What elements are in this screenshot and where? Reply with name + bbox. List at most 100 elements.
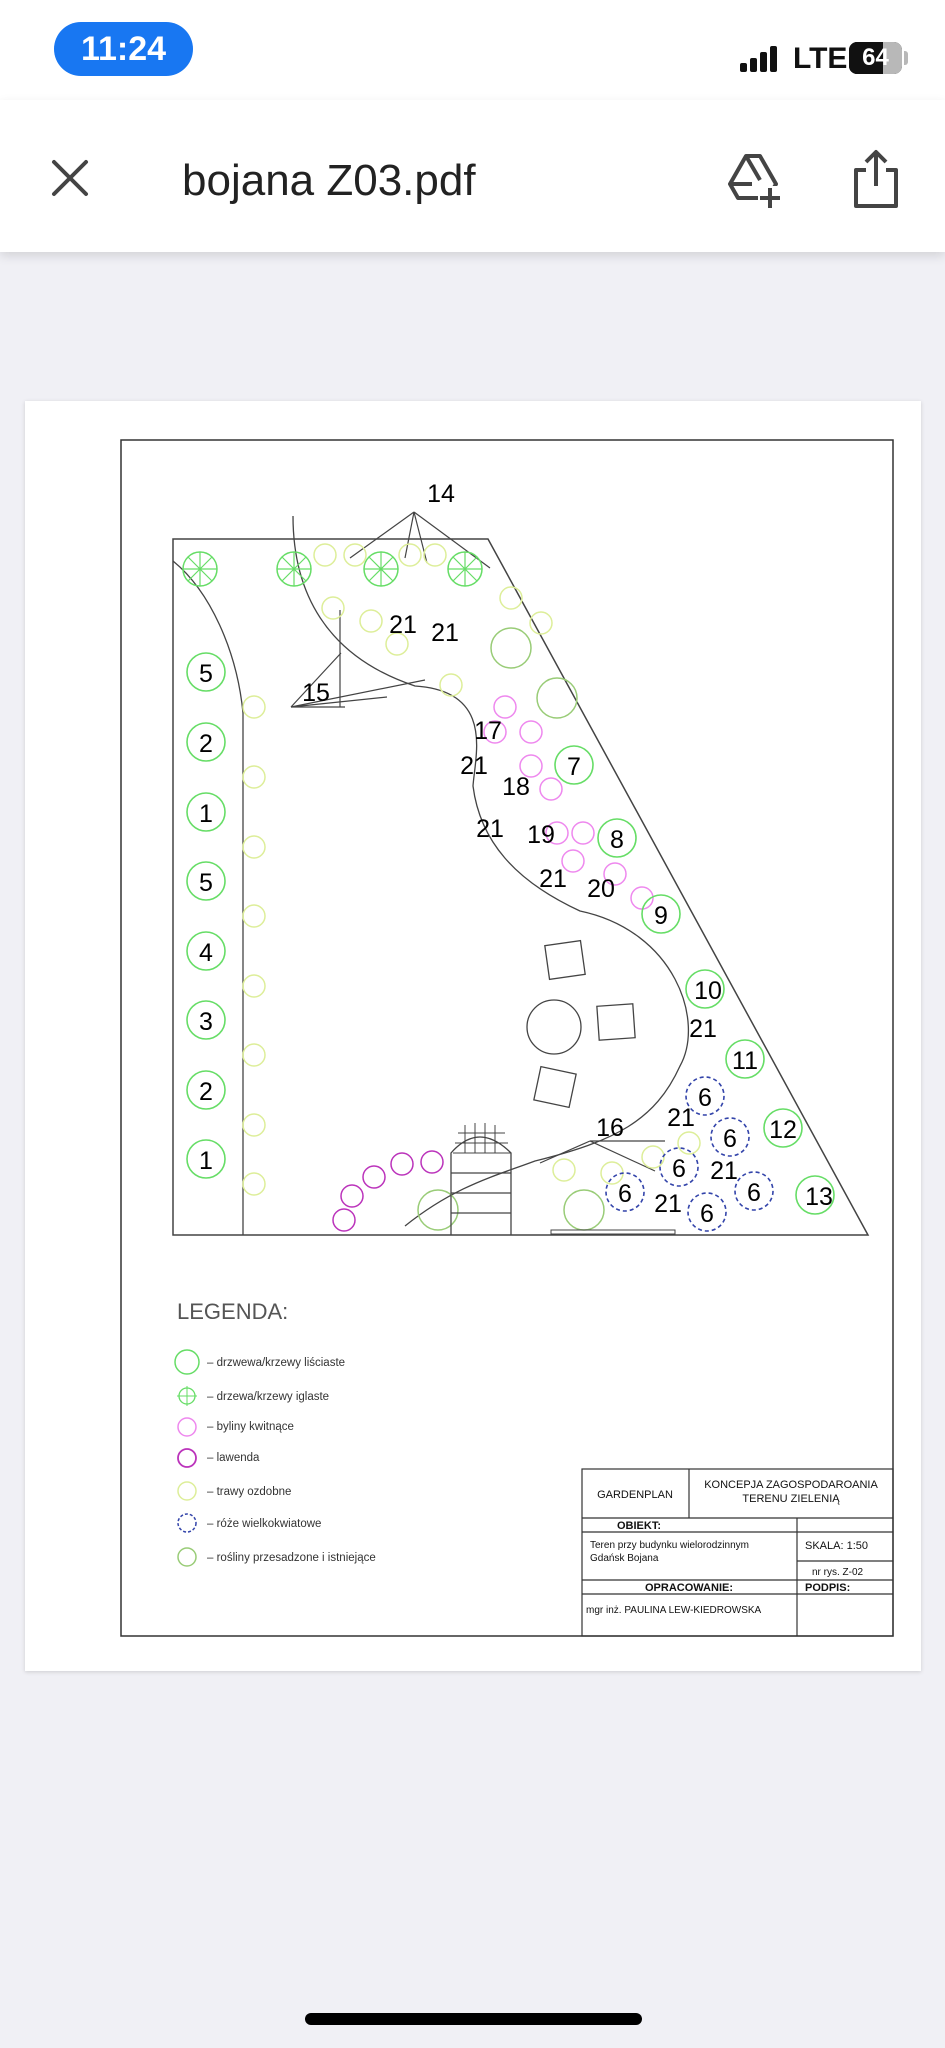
num-left-2: 2: [199, 730, 213, 758]
conifer-3-star: [364, 552, 398, 586]
tb-object-2: Gdańsk Bojana: [590, 1553, 659, 1564]
deciduous-12: [763, 1108, 803, 1148]
grass-6: [359, 609, 383, 633]
title-block-frame: [581, 1468, 894, 1637]
document-title: bojana Z03.pdf: [182, 156, 476, 205]
arbor-steps: [450, 1136, 512, 1235]
patio-chair-2: [596, 1003, 636, 1041]
num-20: 20: [587, 875, 615, 903]
legend-grasses-icon: [177, 1481, 197, 1501]
lavender-2: [340, 1184, 364, 1208]
existing-plants-group: [417, 627, 605, 1231]
perennial-8: [561, 849, 585, 873]
num-6f: 6: [700, 1200, 714, 1228]
lavender-3: [362, 1165, 386, 1189]
tb-company: GARDENPLAN: [597, 1489, 673, 1501]
deciduous-left-6: [186, 1000, 226, 1040]
leader-lines-16: [539, 1140, 665, 1172]
share-icon: [854, 150, 898, 208]
existing-1: [490, 627, 532, 669]
garden-plan-drawing: 14 15 16 21 21 17 21 18 21 19 21 20 7 8 …: [120, 439, 894, 1637]
lavender-1: [332, 1208, 356, 1232]
grasses-group: [242, 543, 701, 1196]
tb-scale: SKALA: 1:50: [805, 1540, 868, 1552]
network-type: LTE: [793, 42, 848, 75]
num-6d: 6: [618, 1180, 632, 1208]
pdf-page[interactable]: 14 15 16 21 21 17 21 18 21 19 21 20 7 8 …: [25, 401, 921, 1671]
num-6b: 6: [723, 1125, 737, 1153]
grass-14: [242, 904, 266, 928]
deciduous-8: [597, 818, 637, 858]
legend: LEGENDA: – drzwewa/krzewy liściaste – dr…: [174, 1299, 376, 1567]
legend-item-roses: – róże wielkokwiatowe: [207, 1518, 321, 1530]
tb-concept-1: KONCEPJA ZAGOSPODAROANIA: [704, 1479, 878, 1491]
tb-prepared-label: OPRACOWANIE:: [645, 1582, 733, 1594]
num-12: 12: [769, 1116, 797, 1144]
home-indicator[interactable]: [305, 2013, 642, 2025]
rose-5: [687, 1192, 727, 1232]
existing-4: [563, 1189, 605, 1231]
battery-icon: 64: [849, 42, 902, 74]
deciduous-left-2: [186, 722, 226, 762]
leader-lines-14: [349, 511, 491, 569]
existing-3: [417, 1189, 459, 1231]
num-left-6: 3: [199, 1008, 213, 1036]
plant-numbers: 14 15 16 21 21 17 21 18 21 19 21 20 7 8 …: [199, 480, 833, 1228]
num-21h: 21: [710, 1157, 738, 1185]
num-21e: 21: [539, 865, 567, 893]
num-left-4: 5: [199, 869, 213, 897]
close-button[interactable]: [42, 150, 98, 206]
rose-4: [710, 1117, 750, 1157]
num-21d: 21: [476, 815, 504, 843]
share-button[interactable]: [846, 146, 906, 212]
legend-lavender-icon: [177, 1448, 197, 1468]
rose-3: [685, 1076, 725, 1116]
tb-drawing-no: nr rys. Z-02: [812, 1567, 864, 1578]
num-17: 17: [474, 717, 502, 745]
num-11: 11: [732, 1047, 758, 1075]
num-21a: 21: [389, 611, 417, 639]
conifer-1-star: [183, 552, 217, 586]
conifer-4-star: [448, 552, 482, 586]
add-to-drive-icon: [728, 154, 782, 210]
deciduous-left-8: [186, 1139, 226, 1179]
grass-10: [439, 673, 463, 697]
bench: [550, 1229, 676, 1235]
deciduous-left-4: [186, 861, 226, 901]
num-10: 10: [694, 977, 722, 1005]
deciduous-left-1: [186, 652, 226, 692]
perennial-1: [493, 695, 517, 719]
add-to-drive-button[interactable]: [722, 148, 784, 210]
num-left-8: 1: [199, 1147, 213, 1175]
perennials-group: [483, 695, 654, 910]
tb-concept-2: TERENU ZIELENIĄ: [742, 1493, 840, 1505]
num-9: 9: [654, 902, 668, 930]
legend-item-existing: – rośliny przesadzone i istniejące: [207, 1552, 376, 1564]
steps-treads: [451, 1172, 511, 1214]
perennial-6: [545, 821, 569, 845]
num-13: 13: [805, 1183, 833, 1211]
legend-item-deciduous: – drzwewa/krzewy liściaste: [207, 1357, 345, 1369]
grass-11: [242, 695, 266, 719]
num-19: 19: [527, 821, 555, 849]
existing-2: [536, 677, 578, 719]
status-time[interactable]: 11:24: [54, 22, 193, 76]
perennial-5: [539, 777, 563, 801]
patio-table: [526, 999, 582, 1055]
legend-existing-icon: [177, 1547, 197, 1567]
grass-4: [423, 543, 447, 567]
grass-7: [385, 632, 409, 656]
deciduous-left-7: [186, 1070, 226, 1110]
grass-5: [321, 596, 345, 620]
grass-22: [677, 1131, 701, 1155]
grass-18: [242, 1172, 266, 1196]
lavender-group: [332, 1150, 444, 1232]
legend-item-grasses: – trawy ozdobne: [207, 1486, 291, 1498]
tb-object-1: Teren przy budynku wielorodzinnym: [590, 1540, 749, 1551]
grass-3: [398, 543, 422, 567]
perennial-7: [571, 821, 595, 845]
num-8: 8: [610, 826, 624, 854]
viewer-toolbar: bojana Z03.pdf: [0, 100, 945, 252]
legend-deciduous-icon: [174, 1349, 200, 1375]
patio-chair-3: [533, 1065, 577, 1109]
